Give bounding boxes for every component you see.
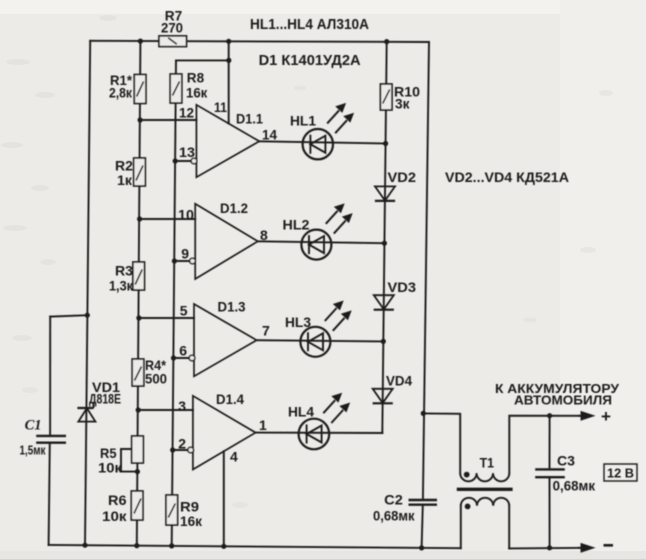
svg-text:VD1: VD1 <box>92 379 120 395</box>
svg-text:3к: 3к <box>395 96 410 112</box>
svg-text:D1 К1401УД2А: D1 К1401УД2А <box>259 53 362 69</box>
svg-text:2: 2 <box>178 436 186 452</box>
svg-text:К АККУМУЛЯТОРУ: К АККУМУЛЯТОРУ <box>495 381 620 396</box>
svg-text:1,3к: 1,3к <box>109 278 134 294</box>
svg-text:7: 7 <box>262 323 270 339</box>
svg-text:Д818Е: Д818Е <box>89 391 121 407</box>
svg-text:14: 14 <box>262 127 277 143</box>
svg-text:9: 9 <box>181 246 189 262</box>
svg-text:R4*: R4* <box>145 357 166 373</box>
svg-text:13: 13 <box>179 144 195 160</box>
svg-text:HL1...HL4 АЛ310А: HL1...HL4 АЛ310А <box>250 17 369 33</box>
svg-text:10: 10 <box>178 207 194 223</box>
svg-text:VD4: VD4 <box>386 373 412 389</box>
svg-text:1: 1 <box>259 417 267 433</box>
svg-text:HL3: HL3 <box>285 314 311 330</box>
svg-text:R3: R3 <box>115 263 133 279</box>
svg-text:T1: T1 <box>480 455 495 471</box>
svg-text:11: 11 <box>214 99 227 115</box>
svg-text:C3: C3 <box>557 453 575 469</box>
svg-text:0,68мк: 0,68мк <box>553 478 596 494</box>
svg-text:HL4: HL4 <box>288 404 314 420</box>
svg-text:16к: 16к <box>180 513 203 529</box>
svg-text:C1: C1 <box>25 418 42 434</box>
svg-text:R10: R10 <box>394 84 420 100</box>
svg-text:D1.2: D1.2 <box>220 200 248 216</box>
svg-text:D1.1: D1.1 <box>236 111 263 127</box>
svg-text:R8: R8 <box>187 70 204 86</box>
svg-text:R1*: R1* <box>110 72 133 88</box>
svg-text:R9: R9 <box>180 499 199 515</box>
svg-text:6: 6 <box>179 343 187 359</box>
svg-text:1к: 1к <box>117 172 133 188</box>
svg-text:C2: C2 <box>384 492 403 508</box>
svg-text:D1.3: D1.3 <box>218 299 246 315</box>
svg-text:D1.4: D1.4 <box>216 391 244 407</box>
svg-text:R7: R7 <box>165 8 183 24</box>
svg-text:АВТОМОБИЛЯ: АВТОМОБИЛЯ <box>514 393 612 408</box>
svg-text:270: 270 <box>161 20 183 36</box>
svg-text:4: 4 <box>230 449 238 465</box>
svg-text:16к: 16к <box>186 85 208 101</box>
svg-text:12 В: 12 В <box>607 466 634 481</box>
svg-text:0,68мк: 0,68мк <box>373 508 416 524</box>
svg-text:8: 8 <box>260 227 268 243</box>
svg-text:500: 500 <box>145 371 167 387</box>
svg-text:HL1: HL1 <box>290 113 316 129</box>
svg-text:1,5мк: 1,5мк <box>20 444 47 458</box>
svg-text:12: 12 <box>179 105 194 121</box>
svg-text:VD2...VD4 КД521А: VD2...VD4 КД521А <box>445 170 569 185</box>
svg-text:10к: 10к <box>98 460 123 476</box>
svg-text:2,8к: 2,8к <box>109 85 133 101</box>
svg-text:R2: R2 <box>115 158 133 174</box>
svg-text:10к: 10к <box>102 508 128 524</box>
svg-text:3: 3 <box>178 398 186 414</box>
svg-text:VD2: VD2 <box>388 169 417 185</box>
svg-text:+: + <box>601 407 611 426</box>
svg-text:R5: R5 <box>100 445 117 461</box>
svg-text:R6: R6 <box>108 492 127 508</box>
svg-text:HL2: HL2 <box>283 217 310 233</box>
svg-text:5: 5 <box>180 303 188 319</box>
svg-text:VD3: VD3 <box>388 279 417 295</box>
